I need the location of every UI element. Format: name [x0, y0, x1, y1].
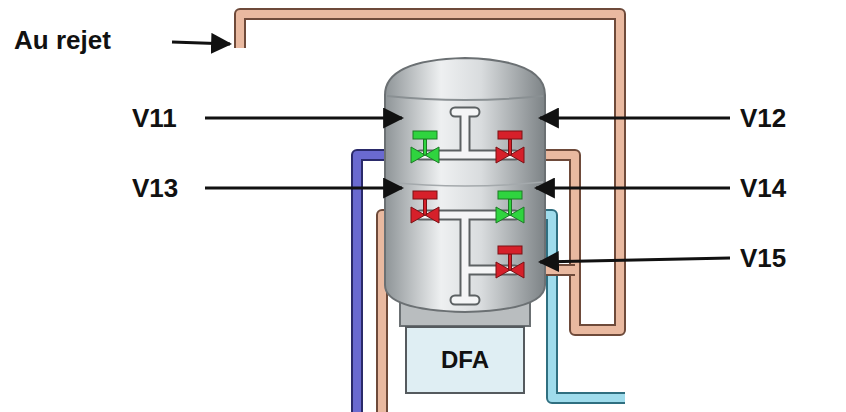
filter-unit-box: DFA	[405, 326, 525, 394]
box-label: DFA	[441, 346, 489, 374]
valve-label: V12	[740, 105, 786, 131]
valve-label: V14	[740, 175, 786, 201]
outlet-label: Au rejet	[14, 27, 111, 53]
valve-label: V13	[132, 175, 178, 201]
valve-label: V11	[132, 105, 177, 131]
valve-label: V15	[740, 245, 786, 271]
